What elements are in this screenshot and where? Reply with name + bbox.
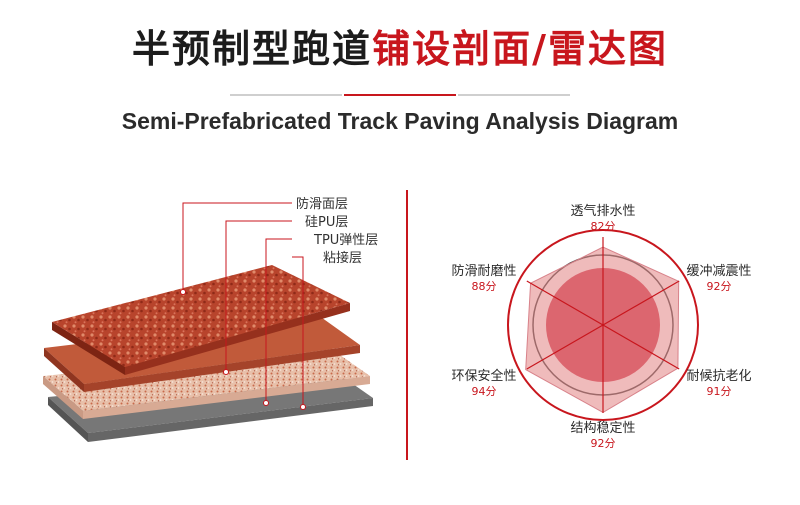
- subtitle: Semi-Prefabricated Track Paving Analysis…: [121, 108, 679, 134]
- title-underline-accent: [344, 94, 456, 96]
- layer-labels: 防滑面层 硅PU层 TPU弹性层 粘接层: [296, 196, 378, 266]
- radar-axis-name-stability: 结构稳定性: [570, 420, 635, 436]
- radar-axis-score-eco-safety: 94分: [472, 385, 497, 398]
- title-underline-left: [230, 94, 342, 96]
- callout-line-adhesive: [292, 256, 304, 407]
- callout-line-silicon-pu: [225, 220, 292, 372]
- title-red-part: 铺设剖面/雷达图: [372, 27, 668, 71]
- radar-outer-ring: [507, 229, 699, 421]
- radar-spoke-2: [602, 324, 680, 370]
- layer-tpu: [43, 348, 370, 419]
- layer-stack: [43, 265, 373, 442]
- callout-line-anti-slip: [182, 202, 292, 292]
- title-underline-right: [458, 94, 570, 96]
- layer-label-adhesive: 粘接层: [323, 250, 362, 266]
- radar-chart: 透气排水性 82分 缓冲减震性 92分 耐候抗老化 91分 结构稳定性 92分 …: [451, 203, 751, 450]
- radar-axis-score-cushioning: 92分: [707, 280, 732, 293]
- callout-dots: [180, 289, 306, 410]
- callouts: [182, 202, 304, 407]
- radar-spoke-5: [526, 280, 604, 326]
- page-title: 半预制型跑道铺设剖面/雷达图: [0, 18, 800, 73]
- radar-spokes: [526, 237, 680, 413]
- radar-axis-name-cushioning: 缓冲减震性: [686, 264, 751, 279]
- radar-axis-score-anti-slip: 88分: [472, 280, 497, 293]
- radar-axis-score-weathering: 91分: [707, 385, 732, 398]
- callout-line-tpu: [265, 238, 292, 403]
- center-divider: [406, 190, 408, 460]
- title-dark-part: 半预制型跑道: [132, 27, 373, 71]
- radar-axis-name-weathering: 耐候抗老化: [686, 369, 751, 384]
- layer-label-anti-slip: 防滑面层: [296, 196, 348, 212]
- radar-axis-name-anti-slip: 防滑耐磨性: [451, 263, 516, 279]
- layer-label-tpu: TPU弹性层: [313, 233, 378, 248]
- radar-axis-name-breathability: 透气排水性: [570, 203, 635, 219]
- radar-spoke-4: [526, 324, 604, 370]
- radar-spoke-1: [602, 280, 680, 326]
- radar-axis-score-stability: 92分: [591, 437, 616, 450]
- radar-axis-name-eco-safety: 环保安全性: [451, 368, 516, 384]
- layer-anti-slip: [52, 265, 350, 375]
- layer-label-silicon-pu: 硅PU层: [305, 215, 348, 230]
- radar-axis-score-breathability: 82分: [591, 220, 616, 233]
